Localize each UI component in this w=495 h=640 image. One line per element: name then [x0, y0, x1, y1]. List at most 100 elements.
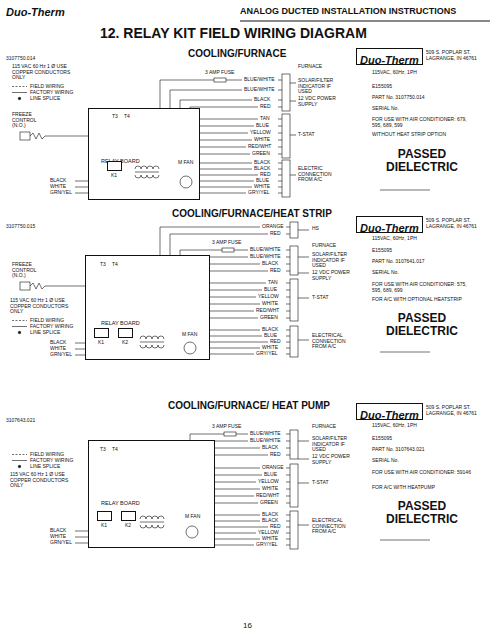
label-slot: ANALOG DUCTED INSTALLATION INSTRUCTIONS	[240, 7, 456, 17]
wire-label: PASSED DIELECTRIC	[372, 312, 472, 338]
wire-label: BLUE	[264, 333, 277, 339]
label-slot: HS	[312, 226, 319, 232]
label-slot: 3107643.021	[6, 418, 35, 424]
wire-label: ORANGE	[262, 224, 284, 230]
wire-label: BLACK	[50, 340, 66, 346]
label-slot: 115VAC, 60Hz, 1PH	[372, 70, 417, 76]
label-slot: 12 VDC POWER SUPPLY	[312, 454, 352, 465]
label-slot: BLACK	[254, 160, 270, 166]
label-slot: WHITE	[254, 137, 270, 143]
wire-label: ORANGE	[262, 465, 284, 471]
label-slot: WHITE	[262, 486, 278, 492]
wire-label: YELLOW	[258, 479, 279, 485]
wire-label: YELLOW	[258, 294, 279, 300]
label-slot: GRY/YEL	[256, 542, 278, 548]
wire-label: RED	[270, 339, 281, 345]
legend-text: FIELD WIRING	[30, 452, 64, 458]
label-slot: COOLING/FURNACE/HEAT STRIP	[172, 208, 332, 219]
wire-label: GRN/YEL	[50, 352, 72, 358]
wire-label: 3107643.021	[6, 418, 35, 424]
box-text: K1	[98, 340, 104, 346]
label-slot: BLUE	[256, 178, 269, 184]
label-slot: BLUE/WHITE	[250, 247, 281, 253]
wire-label: BLACK	[254, 166, 270, 172]
label-slot: GREEN	[260, 315, 278, 321]
wire-label: RED	[270, 452, 281, 458]
wire-label: PASSED DIELECTRIC	[372, 500, 472, 526]
wire-label: BLUE	[256, 123, 269, 129]
label-slot: 12 VDC POWER SUPPLY	[312, 270, 352, 281]
label-slot: FOR A/C WITH OPTIONAL HEATSTRIP	[372, 297, 482, 303]
label-slot: WHITE	[262, 301, 278, 307]
board-name: RELAY BOARD	[101, 320, 140, 326]
label-slot: SERIAL No.	[372, 106, 399, 112]
label-slot: COOLING/FURNACE/ HEAT PUMP	[168, 400, 330, 411]
wire-label: 509 S. POPLAR ST. LAGRANGE, IN 46761	[426, 50, 486, 61]
component-box: Duo-Therm	[356, 403, 423, 420]
board-name: RELAY BOARD	[101, 500, 140, 506]
wire-label: PART No. 3107643.021	[372, 447, 425, 453]
label-slot: T3	[100, 262, 106, 268]
wire-label: SOLAR/FILTER INDICATOR IF USED	[298, 78, 340, 95]
label-slot: WHITE	[50, 534, 66, 540]
wire-label: BLUE/WHITE	[250, 438, 281, 444]
label-slot: BLACK	[254, 166, 270, 172]
wire-label: RED/WHT	[256, 308, 279, 314]
label-slot: FREEZE CONTROL (N.O.)	[12, 262, 44, 279]
label-slot: GRN/YEL	[50, 190, 72, 196]
box-text: K1	[111, 173, 117, 179]
wire-label: 115VAC, 60Hz, 1PH	[372, 423, 417, 429]
label-slot: RED	[270, 339, 281, 345]
label-slot: T-STAT	[312, 480, 328, 486]
label-slot: PART No. 3107641.017	[372, 259, 425, 265]
label-slot: 12 VDC POWER SUPPLY	[298, 96, 336, 107]
wire-label: 115 VAC 60 Hz 1 Ø USE COPPER CONDUCTORS …	[10, 472, 82, 489]
wire-label: T4	[112, 447, 118, 453]
wire-label: BLACK	[262, 327, 278, 333]
label-slot: T4	[112, 262, 118, 268]
wire-label: WHITE	[254, 184, 270, 190]
wire-label: 115VAC, 60Hz, 1PH	[372, 236, 417, 242]
label-slot: ELECTRICAL CONNECTION FROM A/C	[312, 518, 354, 535]
label-slot: FIELD WIRING	[30, 318, 64, 324]
page-title: 12. RELAY KIT FIELD WIRING DIAGRAM	[100, 26, 367, 41]
label-slot: M FAN	[185, 514, 200, 520]
legend-text: LINE SPLICE	[30, 464, 60, 470]
label-slot: T3	[100, 447, 106, 453]
wire-label: 12 VDC POWER SUPPLY	[312, 454, 352, 465]
wire-label: GRN/YEL	[50, 540, 72, 546]
label-slot: RED	[270, 524, 281, 530]
label-slot: FIELD WIRING	[30, 452, 64, 458]
wire-label: 3107750.015	[6, 224, 35, 230]
label-slot: RED	[270, 268, 281, 274]
label-slot: 3107750.015	[6, 224, 35, 230]
wire-label: 3 AMP FUSE	[212, 424, 241, 430]
wire-label: BLACK	[50, 528, 66, 534]
wire-label: BLACK	[262, 518, 278, 524]
label-slot: FACTORY WIRING	[30, 458, 73, 464]
label-slot: RED	[270, 231, 281, 237]
label-slot: FREEZE CONTROL (N.O.)	[12, 112, 44, 129]
label-slot: BLACK	[262, 512, 278, 518]
wire-label: BLACK	[262, 512, 278, 518]
label-slot: FURNACE	[312, 243, 336, 249]
label-slot: E155095	[372, 84, 392, 90]
wire-label: FURNACE	[298, 64, 322, 70]
wire-label: FOR USE WITH AIR CONDITIONER: 59146	[372, 470, 472, 476]
wire-label: FREEZE CONTROL (N.O.)	[12, 262, 44, 279]
wire-label: FOR USE WITH AIR CONDITIONER: 679, 595, …	[372, 117, 472, 128]
wire-label: WHITE	[50, 184, 66, 190]
label-slot: 115VAC, 60Hz, 1PH	[372, 423, 417, 429]
wire-label: Duo-Therm	[6, 6, 65, 18]
wire-label: YELLOW	[258, 530, 279, 536]
wire-label: GRY/YEL	[256, 542, 278, 548]
wire-label: PASSED DIELECTRIC	[372, 148, 472, 174]
wire-label: FURNACE	[312, 243, 336, 249]
label-slot: PART No. 3107643.021	[372, 447, 425, 453]
wire-label: SERIAL No.	[372, 458, 399, 464]
legend-text: FIELD WIRING	[30, 84, 64, 90]
label-slot: FOR USE WITH AIR CONDITIONER: 575, 595, …	[372, 282, 472, 293]
wire-label: ELECTRICAL CONNECTION FROM A/C	[312, 333, 354, 350]
label-slot: 115 VAC 60 Hz 1 Ø USE COPPER CONDUCTORS …	[10, 298, 82, 315]
wire-label: COOLING/FURNACE	[188, 48, 286, 59]
